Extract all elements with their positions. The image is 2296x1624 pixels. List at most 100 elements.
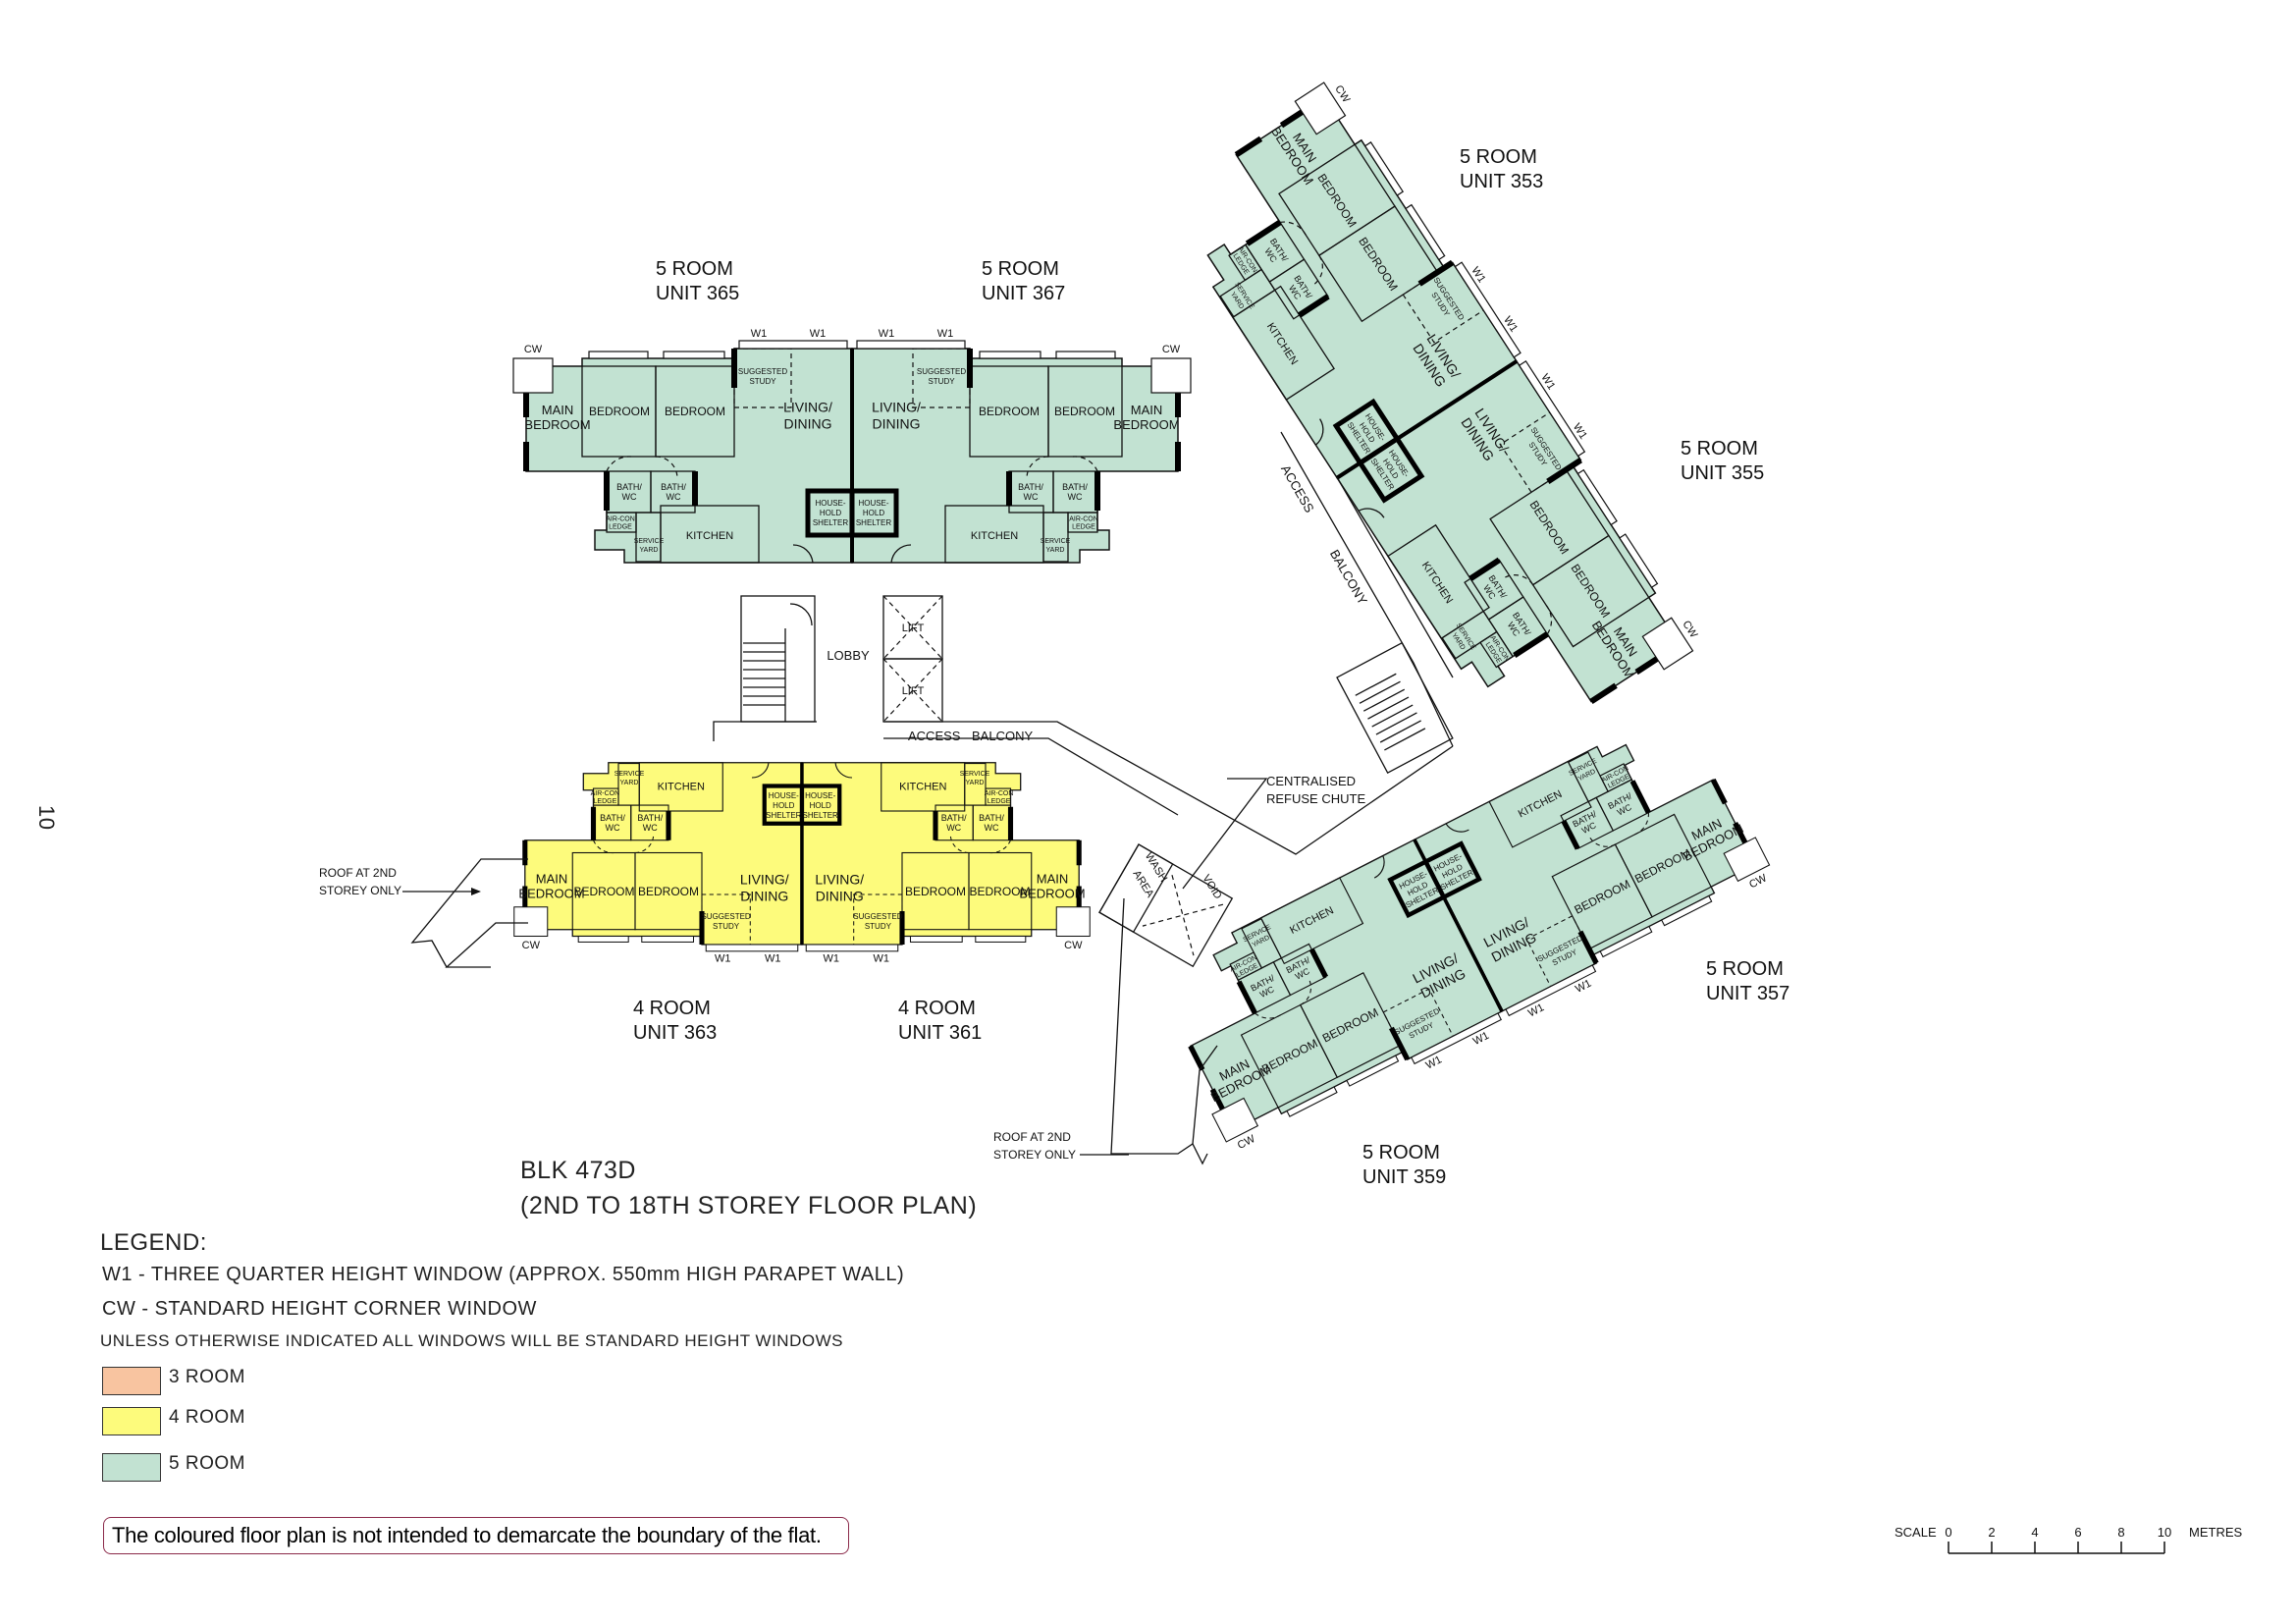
stair-tread — [1375, 712, 1417, 735]
window — [909, 935, 963, 943]
legend-swatch-5-room — [102, 1453, 161, 1482]
staircase — [740, 595, 816, 723]
door-swing — [1255, 1012, 1281, 1019]
unit-type-label: 4 ROOM — [633, 998, 711, 1019]
cw-tag: CW — [1162, 344, 1181, 355]
wall — [1710, 778, 1728, 805]
living-dining-label: DINING — [873, 415, 921, 431]
main-bedroom-label: BEDROOM — [1113, 417, 1179, 432]
stair-tread — [1384, 728, 1426, 751]
unit-number-label: UNIT 357 — [1706, 983, 1789, 1004]
party-wall — [1413, 839, 1504, 1012]
lobby-label: LOBBY — [827, 648, 870, 663]
entrance-door-swing — [751, 762, 770, 779]
corner-window — [512, 357, 554, 394]
wall — [1629, 780, 1651, 814]
unit-number-label: UNIT 363 — [633, 1022, 717, 1044]
wall — [1245, 219, 1282, 246]
unit-left — [513, 762, 805, 952]
w1-tag: W1 — [874, 953, 890, 965]
access-balcony-label: ACCESS — [1278, 462, 1317, 515]
window-w1 — [805, 944, 899, 952]
corner-window — [1211, 1097, 1259, 1143]
shelter-label: HOLD — [863, 509, 884, 517]
bedroom-wall — [1317, 205, 1439, 323]
scale-tick-label: 6 — [2074, 1525, 2081, 1540]
unit-type-label: 5 ROOM — [656, 258, 733, 280]
main-bedroom-label: BEDROOM — [524, 417, 590, 432]
wash-area-outline — [1098, 843, 1234, 968]
cw-tag: CW — [524, 344, 543, 355]
main-bedroom-label: MAIN — [1131, 403, 1163, 417]
door-swing — [949, 834, 970, 854]
refuse-chute-label: REFUSE CHUTE — [1266, 791, 1365, 806]
legend-swatch-3-room — [102, 1367, 161, 1395]
kitchen-wall — [638, 762, 723, 812]
wall — [1589, 682, 1618, 705]
refuse-chute-label: CENTRALISED — [1266, 774, 1356, 788]
window — [641, 935, 695, 943]
bath-wc-label: WC — [946, 823, 961, 833]
bedroom-wall — [1489, 468, 1610, 586]
door-swing — [1300, 978, 1311, 1005]
block-title: BLK 473D — [520, 1157, 636, 1184]
unit-right — [849, 340, 1192, 564]
bath-wc-label: WC — [1024, 492, 1039, 502]
aircon-ledge-label: AIR-CON — [591, 790, 620, 797]
living-dining-label: DINING — [740, 889, 788, 904]
roof-line — [1192, 1045, 1218, 1145]
w1-tag: W1 — [937, 328, 954, 340]
corner-window — [1641, 617, 1694, 671]
lift-cross — [882, 595, 943, 660]
w1-tag: W1 — [810, 328, 827, 340]
door-swing — [989, 839, 1011, 854]
window — [663, 351, 725, 359]
main-bedroom-label: MAIN — [536, 872, 568, 887]
w1-tag: W1 — [824, 953, 840, 965]
bath-wc-label: BATH/ — [637, 813, 663, 823]
stair-tread — [1371, 704, 1414, 728]
service-yard-label: SERVICE — [634, 538, 665, 545]
window — [1660, 894, 1713, 927]
bedroom-label: BEDROOM — [969, 885, 1030, 898]
wall — [1308, 947, 1329, 979]
study-label: SUGGESTED — [917, 367, 966, 376]
bedroom-label: BEDROOM — [905, 885, 966, 898]
living-dining-label: LIVING/ — [740, 872, 789, 888]
kitchen-wall — [660, 505, 760, 564]
stair-tread — [1362, 688, 1406, 712]
w1-tag: W1 — [715, 953, 731, 965]
study-label: SUGGESTED — [853, 912, 902, 921]
entrance-door-swing — [1373, 855, 1385, 879]
living-dining-label: LIVING/ — [815, 872, 864, 888]
access-balcony-edge — [1280, 431, 1454, 747]
entrance-door-swing — [1445, 823, 1469, 833]
shelter-label: HOUSE- — [815, 499, 845, 508]
unit-right — [1188, 839, 1504, 1143]
window-w1 — [738, 340, 848, 350]
scale-tick-label: 8 — [2117, 1525, 2124, 1540]
scale-tick-label: 4 — [2031, 1525, 2038, 1540]
living-dining-label: DINING — [816, 889, 864, 904]
scale-tick-label: 10 — [2158, 1525, 2171, 1540]
block-units-365-367 — [512, 340, 1192, 564]
bath-wc-label: WC — [667, 492, 681, 502]
window — [975, 935, 1027, 943]
aircon-ledge-label: LEDGE — [1072, 524, 1095, 531]
access-balcony-edge — [713, 721, 817, 741]
wall — [1513, 631, 1549, 659]
lift-label: LIFT — [902, 623, 925, 634]
entrance-door-swing — [792, 544, 814, 564]
main-bedroom-label: MAIN — [542, 403, 574, 417]
page-number: 10 — [34, 805, 59, 831]
aircon-ledge-label: LEDGE — [594, 798, 617, 805]
window — [1286, 1086, 1338, 1117]
door-swing — [655, 456, 678, 479]
unit-type-label: 5 ROOM — [1681, 438, 1758, 460]
window — [588, 351, 649, 359]
window — [1346, 1055, 1400, 1087]
study-label: STUDY — [749, 377, 776, 386]
kitchen-label: KITCHEN — [971, 530, 1018, 542]
access-balcony-edge — [883, 737, 1179, 816]
kitchen-wall — [1232, 285, 1335, 401]
